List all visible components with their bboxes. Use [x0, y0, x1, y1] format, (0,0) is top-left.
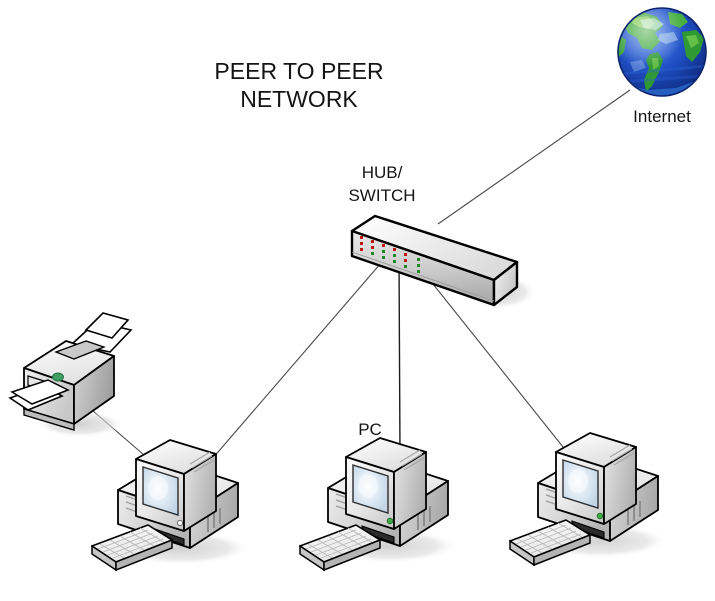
hub-switch-node[interactable]: HUB/ SWITCH: [348, 163, 536, 309]
pc-left-power-led: [176, 519, 184, 527]
link-hub-to-pc-left: [211, 262, 382, 460]
diagram-title: PEER TO PEER NETWORK: [214, 58, 383, 112]
hub-label-line-1: HUB/: [362, 163, 403, 182]
pc-right-screen: [562, 459, 599, 509]
pc-center-label: PC: [358, 420, 382, 439]
printer-status-led: [52, 372, 64, 382]
pc-left-monitor-vents: [189, 451, 215, 473]
printer-node[interactable]: [8, 312, 133, 437]
pc-left-keys: [97, 527, 165, 559]
pc-center-keyboard-side: [323, 538, 381, 572]
pc-right-screen-glare: [568, 469, 588, 493]
pc-center-monitor-side: [393, 451, 427, 530]
pc-right-monitor-vents: [609, 444, 635, 466]
pc-right-keys: [515, 522, 583, 554]
pc-right-monitor-side: [603, 446, 637, 525]
pc-center-node[interactable]: PC: [299, 420, 458, 572]
printer-paper-out-2: [10, 379, 70, 405]
internet-node[interactable]: Internet: [614, 7, 707, 126]
pc-center-screen-glare: [358, 474, 378, 498]
pc-right-keyboard-side: [533, 533, 591, 567]
link-hub-to-internet: [437, 89, 631, 225]
pc-center-screen: [352, 464, 389, 514]
pc-left-side-vents: [207, 508, 221, 532]
globe-icon: [617, 7, 707, 97]
link-hub-to-pc-center: [398, 256, 401, 457]
pc-right-power-led: [596, 512, 604, 520]
pc-left-screen: [142, 466, 179, 516]
hub-label-line-2: SWITCH: [348, 186, 415, 205]
pc-left-screen-glare: [148, 476, 168, 500]
hub-led-array: [360, 236, 420, 273]
connection-lines: [92, 89, 631, 462]
printer-paper-in-2: [84, 312, 130, 339]
pc-center-keys: [305, 527, 373, 559]
pc-left-node[interactable]: [91, 439, 250, 572]
printer-base: [23, 408, 75, 431]
pc-right-node[interactable]: [509, 432, 668, 567]
printer-feed-slot: [54, 340, 106, 360]
printer-side-face: [73, 355, 115, 425]
pc-center-side-vents: [417, 506, 431, 530]
hub-end-face: [492, 260, 519, 307]
internet-label: Internet: [633, 107, 691, 126]
title-line-1: PEER TO PEER: [214, 58, 383, 84]
pc-right-side-vents: [627, 501, 641, 525]
pc-left-monitor-side: [183, 453, 217, 532]
pc-left-keyboard-side: [115, 538, 173, 572]
pc-center-power-led: [386, 517, 394, 525]
pc-center-monitor-vents: [399, 449, 425, 471]
link-hub-to-pc-right: [420, 268, 568, 453]
title-line-2: NETWORK: [240, 86, 358, 112]
